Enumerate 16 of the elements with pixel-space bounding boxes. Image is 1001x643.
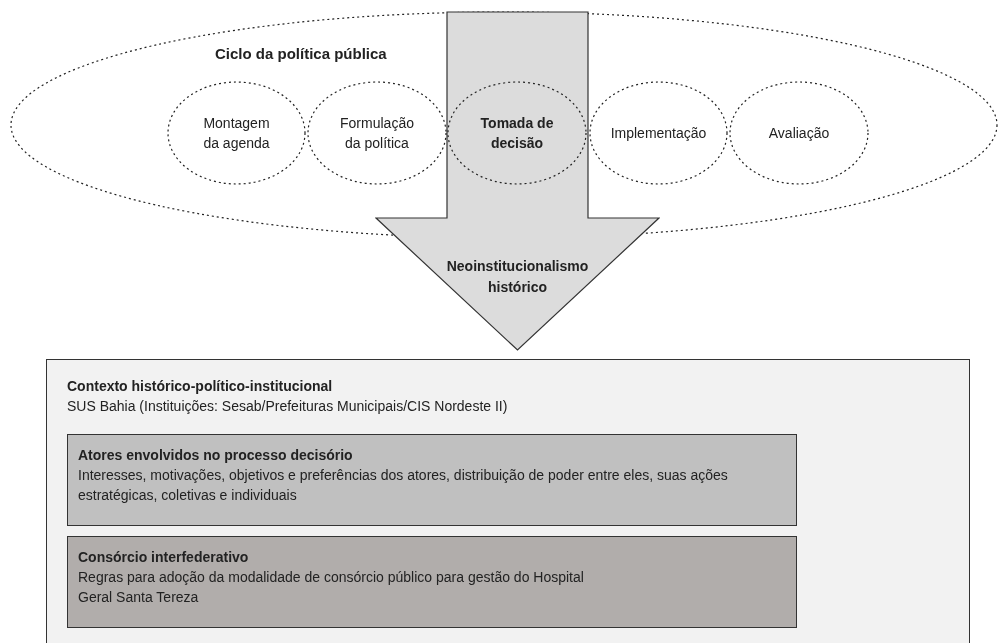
stage-label: Montagem da agenda xyxy=(202,114,271,153)
box-heading: Consórcio interfederativo xyxy=(78,548,250,567)
context-panel xyxy=(46,359,970,643)
panel-heading: Contexto histórico-político-institucional xyxy=(67,377,333,396)
arrow-label: Neoinstitucionalismo histórico xyxy=(445,257,590,297)
stage-label: Tomada de decisão xyxy=(479,114,555,153)
content-box xyxy=(67,536,797,628)
stage-label: Formulação da política xyxy=(339,114,415,153)
cycle-title: Ciclo da política pública xyxy=(215,44,387,64)
box-text: Regras para adoção da modalidade de consórcio público para gestão do Hospital Geral Santa Tereza xyxy=(78,568,585,607)
box-text: Interesses, motivações, objetivos e preferências dos atores, distribuição de poder entre eles, suas ações estratégicas, coletivas e individuais xyxy=(78,466,729,505)
content-box xyxy=(67,434,797,526)
panel-text: SUS Bahia (Instituições: Sesab/Prefeituras Municipais/CIS Nordeste II) xyxy=(67,397,508,416)
box-heading: Atores envolvidos no processo decisório xyxy=(78,446,354,465)
stage-label: Implementação xyxy=(609,124,708,143)
stage-label: Avaliação xyxy=(767,124,831,143)
